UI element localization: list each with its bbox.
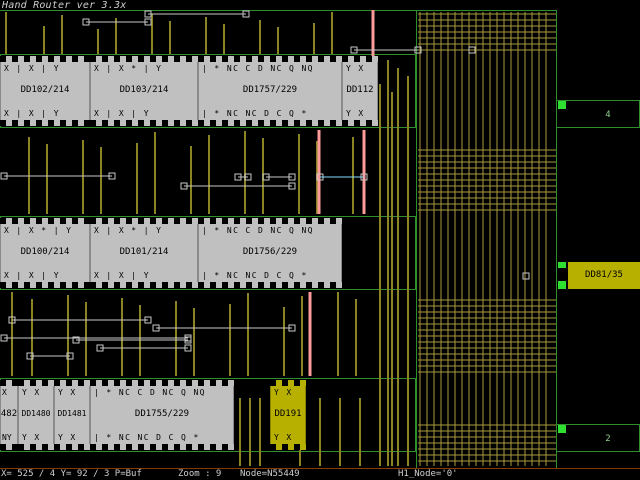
chip-name: 482 xyxy=(0,409,18,419)
chip-name: DD1755/229 xyxy=(134,409,190,419)
chip-bottom-pin-labels: X | X | Y xyxy=(4,109,60,118)
chip-top-pin-labels: X | X * | Y xyxy=(4,226,73,235)
chip-name: DD1481 xyxy=(57,409,87,418)
chip-top-pin-labels: X xyxy=(2,388,7,397)
chip-bottom-pin-labels: | * NC NC D C Q * xyxy=(94,433,200,442)
chip-dd191[interactable]: Y X DD191 Y X xyxy=(270,380,306,450)
chip-name: DD1757/229 xyxy=(242,85,298,95)
chip-dd1482[interactable]: X 482 NY xyxy=(0,380,18,450)
chip-bottom-pin-labels: Y X xyxy=(346,109,365,118)
chip-dd103[interactable]: X | X * | Y DD103/214 X | X | Y xyxy=(90,56,198,126)
chip-top-pin-labels: X | X * | Y xyxy=(94,64,163,73)
chip-name: DD100/214 xyxy=(20,247,70,257)
chip-dd1480[interactable]: Y X DD1480 Y X xyxy=(18,380,54,450)
chip-dd100[interactable]: X | X * | Y DD100/214 X | X | Y xyxy=(0,218,90,288)
chip-bottom-pin-labels: X | X | Y xyxy=(94,109,150,118)
chip-bottom-pin-labels: Y X xyxy=(274,433,293,442)
cursor-coordinates: X= 525 / 4 Y= 92 / 3 P=Buf xyxy=(1,469,142,479)
chip-dd112[interactable]: Y X DD112 Y X xyxy=(342,56,378,126)
chip-top-pin-labels: Y X xyxy=(22,388,41,397)
chip-name: DD102/214 xyxy=(20,85,70,95)
region-label-top: 4 xyxy=(605,110,611,120)
chip-top-pin-labels: Y X xyxy=(58,388,77,397)
chip-pins-top xyxy=(0,56,90,62)
chip-top-pin-labels: | * NC C D NC Q NQ xyxy=(202,226,314,235)
chip-top-pin-labels: X | X | Y xyxy=(4,64,60,73)
chip-bottom-pin-labels: | * NC NC D C Q * xyxy=(202,109,308,118)
chip-name: DD101/214 xyxy=(119,247,169,257)
chip-name: DD112 xyxy=(346,85,374,95)
app-title: Hand Router ver 3.3x xyxy=(2,0,127,11)
chip-dd1756[interactable]: | * NC C D NC Q NQ DD1756/229 | * NC NC … xyxy=(198,218,342,288)
chip-name: DD103/214 xyxy=(119,85,169,95)
status-bar: X= 525 / 4 Y= 92 / 3 P=Buf Zoom : 9 Node… xyxy=(0,468,640,480)
chip-dd81[interactable]: DD81/35 xyxy=(568,262,640,289)
chip-dd1481[interactable]: Y X DD1481 Y X xyxy=(54,380,90,450)
chip-pins-bottom xyxy=(0,120,90,126)
chip-dd1755[interactable]: | * NC C D NC Q NQ DD1755/229 | * NC NC … xyxy=(90,380,234,450)
wire-layer xyxy=(0,10,640,468)
chip-bottom-pin-labels: | * NC NC D C Q * xyxy=(202,271,308,280)
chip-bottom-pin-labels: X | X | Y xyxy=(4,271,60,280)
chip-name: DD1756/229 xyxy=(242,247,298,257)
chip-top-pin-labels: X | X * | Y xyxy=(94,226,163,235)
node-readout: Node=N55449 xyxy=(240,469,300,479)
chip-bottom-pin-labels: X | X | Y xyxy=(94,271,150,280)
chip-top-pin-labels: Y X xyxy=(274,388,293,397)
zoom-readout: Zoom : 9 xyxy=(178,469,222,479)
chip-top-pin-labels: | * NC C D NC Q NQ xyxy=(94,388,206,397)
chip-bottom-pin-labels: Y X xyxy=(58,433,77,442)
chip-name: DD191 xyxy=(274,409,302,419)
chip-name: DD1480 xyxy=(21,409,51,418)
region-label-bottom: 2 xyxy=(605,434,611,444)
chip-top-pin-labels: Y X xyxy=(346,64,365,73)
chip-dd1757[interactable]: | * NC C D NC Q NQ DD1757/229 | * NC NC … xyxy=(198,56,342,126)
chip-bottom-pin-labels: NY xyxy=(2,433,12,442)
h1-node-readout: H1_Node='0' xyxy=(398,469,458,479)
chip-top-pin-labels: | * NC C D NC Q NQ xyxy=(202,64,314,73)
chip-dd102[interactable]: X | X | Y DD102/214 X | X | Y xyxy=(0,56,90,126)
chip-bottom-pin-labels: Y X xyxy=(22,433,41,442)
chip-dd101[interactable]: X | X * | Y DD101/214 X | X | Y xyxy=(90,218,198,288)
